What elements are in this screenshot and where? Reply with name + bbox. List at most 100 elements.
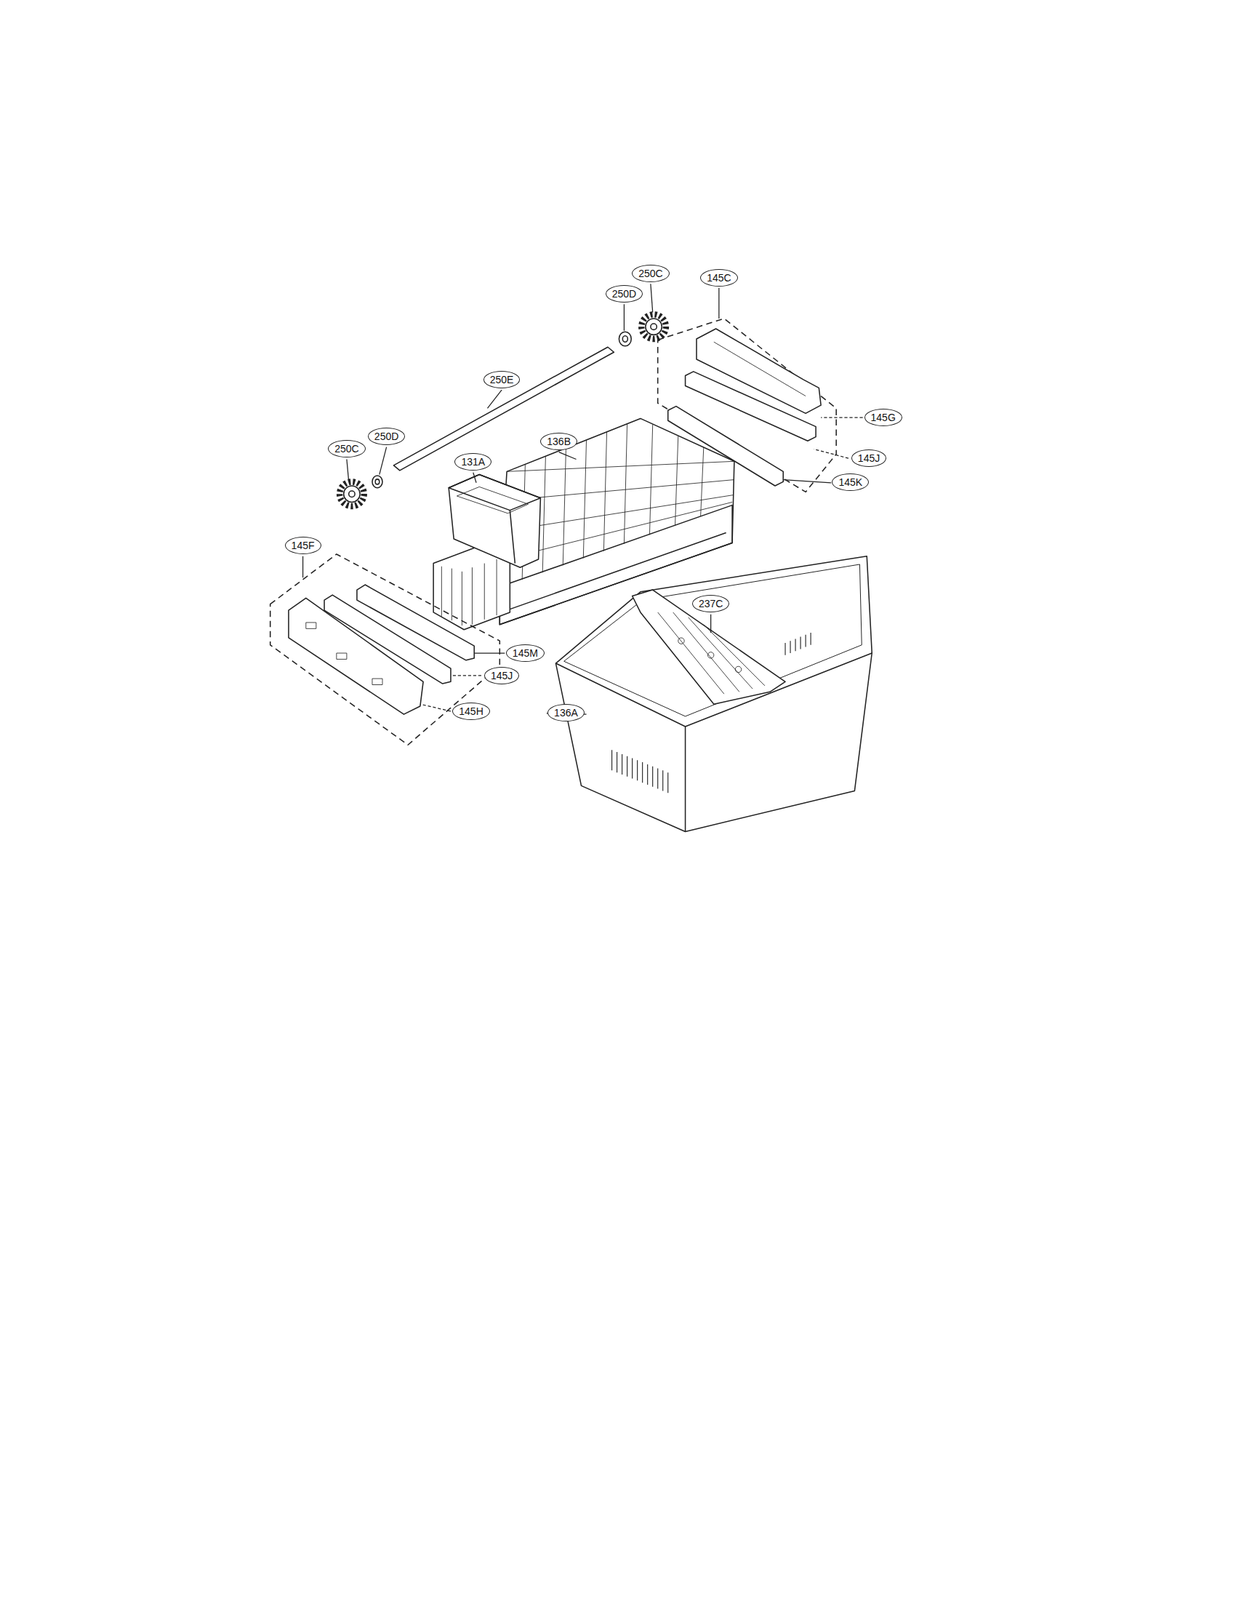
- drawing-stroke: [484, 563, 485, 620]
- drawing-stroke: [626, 756, 628, 777]
- drawing-stroke: [562, 447, 566, 565]
- drawing-stroke: [270, 554, 501, 745]
- drawing-stroke: [348, 490, 355, 497]
- drawing-stroke: [636, 759, 638, 781]
- drawing-stroke: [612, 632, 812, 793]
- drawing-stroke: [657, 768, 658, 789]
- drawing-stroke: [542, 455, 546, 573]
- callout-number: 145M: [506, 644, 545, 662]
- drawing-stroke: [509, 479, 735, 501]
- callout-number: 145F: [285, 536, 322, 555]
- drawing-stroke: [820, 416, 864, 418]
- drawing-stroke: [657, 612, 725, 694]
- drawing-stroke: [375, 479, 380, 485]
- drawing-stroke: [735, 665, 741, 672]
- drawing-stroke: [789, 640, 791, 653]
- drawing-stroke: [346, 459, 349, 483]
- drawing-stroke: [718, 287, 720, 319]
- drawing-stroke: [496, 559, 498, 616]
- callout-number: 250D: [367, 427, 405, 445]
- drawing-stroke: [306, 622, 317, 629]
- callout-number: 145K: [831, 473, 869, 491]
- drawing-stroke: [784, 642, 786, 656]
- drawing-stroke: [448, 474, 541, 568]
- drawing-stroke: [487, 389, 502, 408]
- drawing-stroke: [471, 567, 473, 625]
- drawing-stroke: [461, 571, 463, 626]
- drawing-stroke: [650, 323, 657, 330]
- drawing-stroke: [805, 634, 807, 648]
- drawing-stroke: [649, 424, 653, 535]
- drawing-stroke: [800, 636, 802, 650]
- drawing-stroke: [710, 614, 712, 633]
- drawing-stroke: [616, 751, 618, 773]
- callout-number: 250C: [631, 264, 669, 283]
- drawing-stroke: [631, 757, 633, 778]
- drawing-stroke: [703, 624, 765, 686]
- drawing-stroke: [707, 652, 714, 658]
- drawing-stroke: [813, 448, 849, 459]
- drawing-stroke: [441, 566, 443, 617]
- drawing-stroke: [810, 632, 812, 645]
- drawing-stroke: [783, 479, 832, 483]
- drawing-stroke: [647, 764, 648, 785]
- drawing-stroke: [303, 283, 864, 714]
- drawing-stroke: [675, 435, 679, 525]
- drawing-stroke: [379, 447, 387, 475]
- drawing-stroke: [657, 318, 837, 492]
- drawing-stroke: [641, 761, 643, 783]
- drawing-stroke: [474, 652, 505, 653]
- drawing-stroke: [652, 766, 653, 787]
- drawing-stroke: [564, 564, 863, 717]
- drawing-stroke: [506, 460, 735, 472]
- callout-number: 145H: [452, 702, 490, 720]
- drawing-stroke: [270, 283, 873, 832]
- drawing-stroke: [657, 612, 765, 694]
- drawing-stroke: [632, 589, 786, 704]
- drawing-stroke: [473, 472, 477, 483]
- callout-number: 250D: [605, 285, 643, 303]
- drawing-stroke: [441, 559, 497, 626]
- drawing-stroke: [372, 678, 383, 685]
- drawing-stroke: [611, 749, 613, 770]
- callout-number: 131A: [454, 452, 492, 471]
- drawing-stroke: [662, 769, 664, 791]
- drawing-stroke: [420, 703, 451, 712]
- drawing-stroke: [555, 556, 872, 832]
- drawing-stroke: [356, 584, 475, 661]
- drawing-stroke: [618, 331, 632, 347]
- drawing-stroke: [302, 556, 304, 578]
- drawing-stroke: [372, 475, 383, 488]
- drawing-stroke: [673, 612, 740, 692]
- drawing-stroke: [623, 423, 627, 544]
- drawing-stroke: [621, 753, 623, 775]
- callout-number: 136A: [547, 703, 585, 722]
- drawing-stroke: [559, 452, 577, 460]
- callout-number: 136B: [540, 432, 578, 451]
- drawing-stroke: [668, 406, 784, 486]
- drawing-stroke: [700, 447, 704, 517]
- drawing-stroke: [450, 674, 482, 676]
- callout-number: 145C: [700, 269, 738, 287]
- callout-number: 250C: [327, 439, 365, 458]
- callout-number: 250E: [483, 370, 521, 389]
- drawing-stroke: [650, 283, 653, 312]
- drawing-stroke: [667, 772, 669, 793]
- drawing-stroke: [451, 568, 453, 621]
- callout-number: 145J: [851, 449, 887, 467]
- drawing-stroke: [684, 726, 687, 832]
- drawing-stroke: [583, 439, 587, 559]
- callout-number: 145G: [864, 408, 903, 427]
- drawing-stroke: [794, 638, 796, 651]
- drawing-stroke: [688, 617, 753, 689]
- drawing-stroke: [622, 335, 628, 342]
- drawing-stroke: [456, 486, 528, 513]
- drawing-stroke: [678, 637, 685, 644]
- drawing-stroke: [509, 510, 515, 564]
- drawing-stroke: [641, 314, 666, 339]
- callout-number: 237C: [692, 594, 730, 613]
- callout-number: 145J: [484, 666, 520, 685]
- drawing-stroke: [339, 481, 365, 507]
